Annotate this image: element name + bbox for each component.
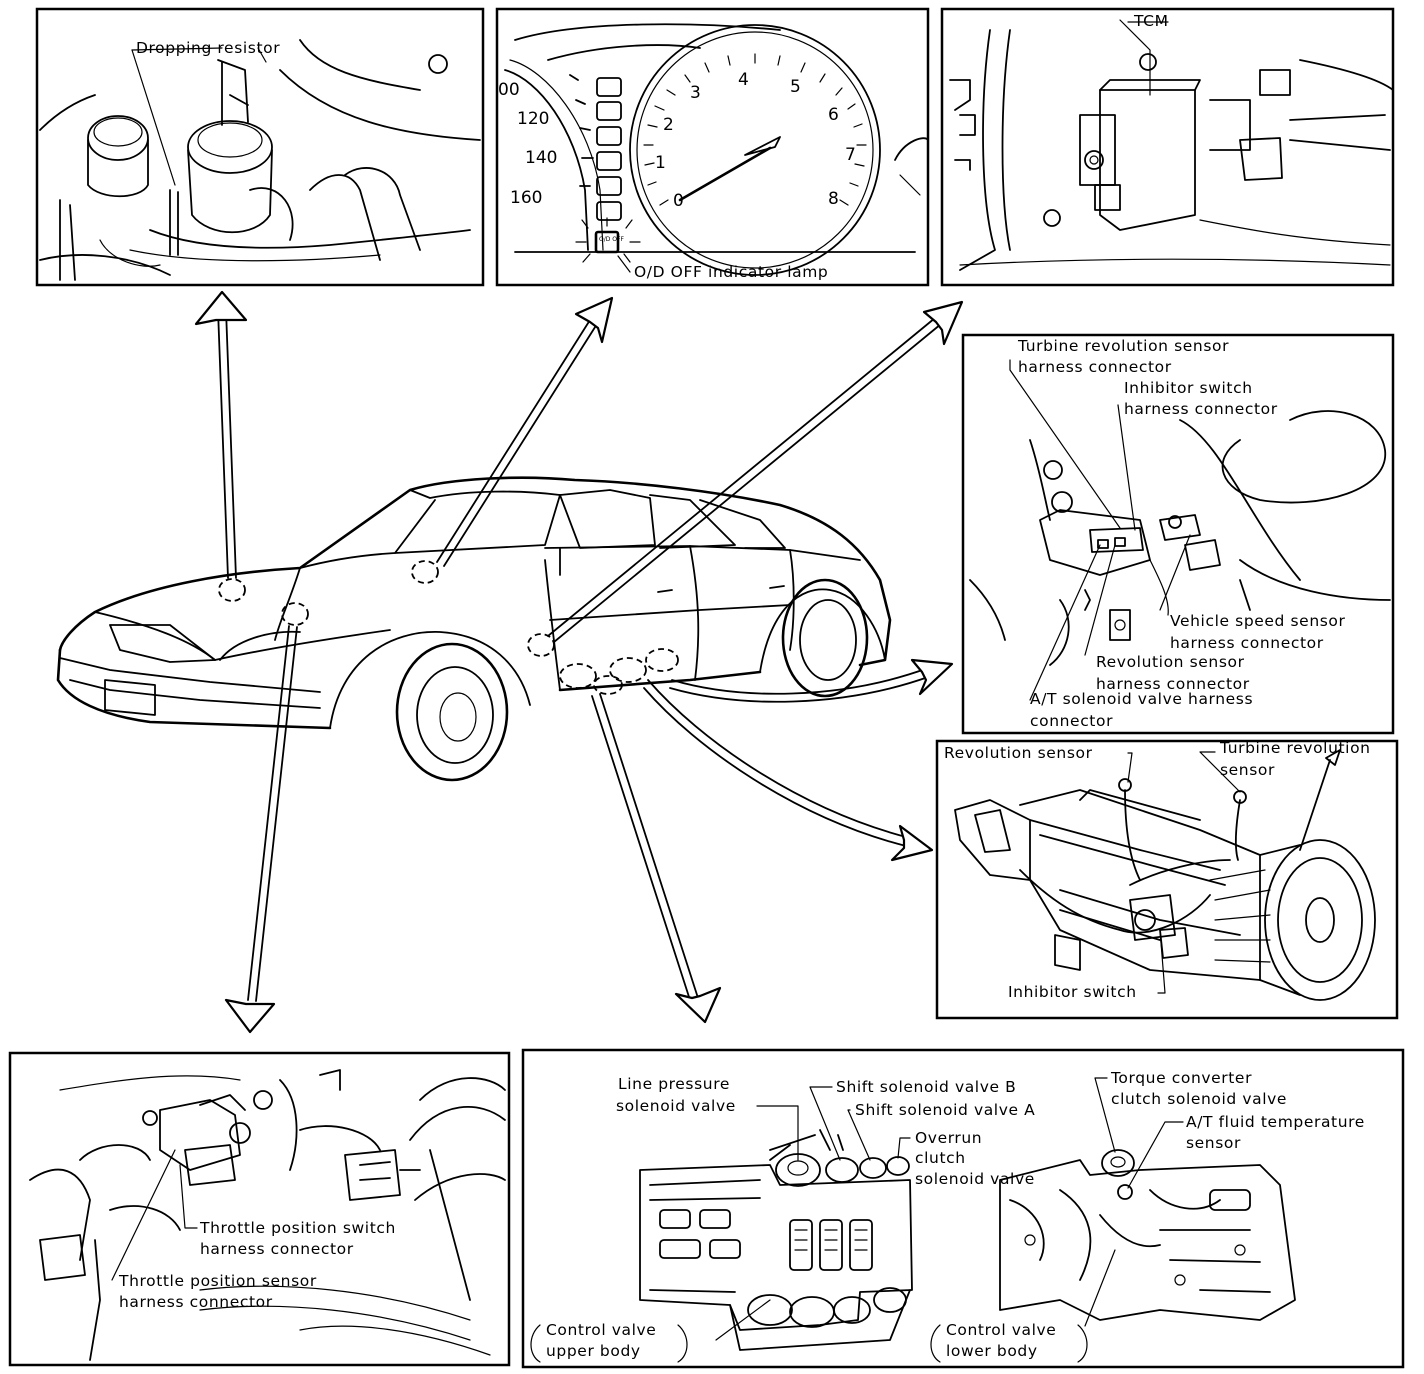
fluid-temperature-sensor-label-2: sensor xyxy=(1186,1134,1241,1152)
solenoid-valve-connector-label-1: A/T solenoid valve harness xyxy=(1030,690,1253,708)
inhibitor-switch-connector-label-1: Inhibitor switch xyxy=(1124,379,1253,397)
shift-solenoid-a-label: Shift solenoid valve A xyxy=(855,1101,1035,1119)
panel-instrument-cluster: 00 120 140 160 O/D OFF 0 1 2 3 4 5 6 7 8… xyxy=(495,7,930,287)
location-arrows xyxy=(194,290,964,1034)
line-pressure-solenoid-label-1: Line pressure xyxy=(618,1075,730,1093)
od-off-lamp-text: O/D OFF xyxy=(599,236,624,243)
revolution-sensor-connector-label-1: Revolution sensor xyxy=(1096,653,1245,671)
control-valve-upper-body-label-2: upper body xyxy=(546,1342,641,1360)
panel-control-valve: Line pressure solenoid valve Shift solen… xyxy=(521,1048,1405,1369)
line-pressure-solenoid-label-2: solenoid valve xyxy=(616,1097,736,1115)
throttle-position-switch-label-2: harness connector xyxy=(200,1240,354,1258)
panel-tcm: TCM xyxy=(940,7,1395,287)
throttle-position-sensor-label-1: Throttle position sensor xyxy=(118,1272,317,1290)
inhibitor-switch-label: Inhibitor switch xyxy=(1008,983,1137,1001)
panel-transmission: Revolution sensor Turbine revolution sen… xyxy=(935,739,1399,1020)
fluid-temperature-sensor-label-1: A/T fluid temperature xyxy=(1186,1113,1365,1131)
tcm-label: TCM xyxy=(1133,12,1169,30)
inhibitor-switch-connector-label-2: harness connector xyxy=(1124,400,1278,418)
control-valve-lower-body-label-2: lower body xyxy=(946,1342,1038,1360)
turbine-sensor-connector-label-1: Turbine revolution sensor xyxy=(1017,337,1229,355)
throttle-position-switch-label-1: Throttle position switch xyxy=(199,1219,396,1237)
shift-solenoid-b-label: Shift solenoid valve B xyxy=(836,1078,1016,1096)
dropping-resistor-label: Dropping resistor xyxy=(136,39,280,57)
tach-tick-5: 5 xyxy=(790,77,801,97)
overrun-clutch-solenoid-label-1: Overrun xyxy=(915,1129,982,1147)
tach-tick-3: 3 xyxy=(690,83,701,103)
turbine-sensor-connector-label-2: harness connector xyxy=(1018,358,1172,376)
turbine-revolution-sensor-label-2: sensor xyxy=(1220,761,1275,779)
turbine-revolution-sensor-label-1: Turbine revolution xyxy=(1219,739,1371,757)
control-valve-lower-body-label-1: Control valve xyxy=(946,1321,1056,1339)
tach-tick-2: 2 xyxy=(663,115,674,135)
torque-converter-clutch-solenoid-label-2: clutch solenoid valve xyxy=(1111,1090,1287,1108)
tach-tick-7: 7 xyxy=(845,145,856,165)
speed-tick-120: 120 xyxy=(517,109,549,129)
od-off-indicator-lamp-label: O/D OFF indicator lamp xyxy=(634,263,828,281)
vehicle-speed-sensor-connector-label-1: Vehicle speed sensor xyxy=(1170,612,1346,630)
overrun-clutch-solenoid-label-3: solenoid valve xyxy=(915,1170,1035,1188)
revolution-sensor-connector-label-2: harness connector xyxy=(1096,675,1250,693)
panel-throttle-position: Throttle position switch harness connect… xyxy=(8,1051,511,1367)
tach-tick-0: 0 xyxy=(673,191,684,211)
tach-tick-4: 4 xyxy=(738,70,749,90)
car-illustration xyxy=(56,476,892,782)
vehicle-speed-sensor-connector-label-2: harness connector xyxy=(1170,634,1324,652)
control-valve-upper-body-label-1: Control valve xyxy=(546,1321,656,1339)
tach-tick-1: 1 xyxy=(655,153,666,173)
speed-tick-160: 160 xyxy=(510,188,542,208)
throttle-position-sensor-label-2: harness connector xyxy=(119,1293,273,1311)
panel-dropping-resistor: Dropping resistor xyxy=(35,7,485,287)
revolution-sensor-label: Revolution sensor xyxy=(944,744,1093,762)
tach-tick-6: 6 xyxy=(828,105,839,125)
torque-converter-clutch-solenoid-label-1: Torque converter xyxy=(1110,1069,1252,1087)
speed-tick-140: 140 xyxy=(525,148,557,168)
panel-harness-connectors: Turbine revolution sensor harness connec… xyxy=(961,333,1395,735)
tach-tick-8: 8 xyxy=(828,189,839,209)
speed-tick-00: 00 xyxy=(498,80,520,100)
solenoid-valve-connector-label-2: connector xyxy=(1030,712,1113,730)
overrun-clutch-solenoid-label-2: clutch xyxy=(915,1149,966,1167)
